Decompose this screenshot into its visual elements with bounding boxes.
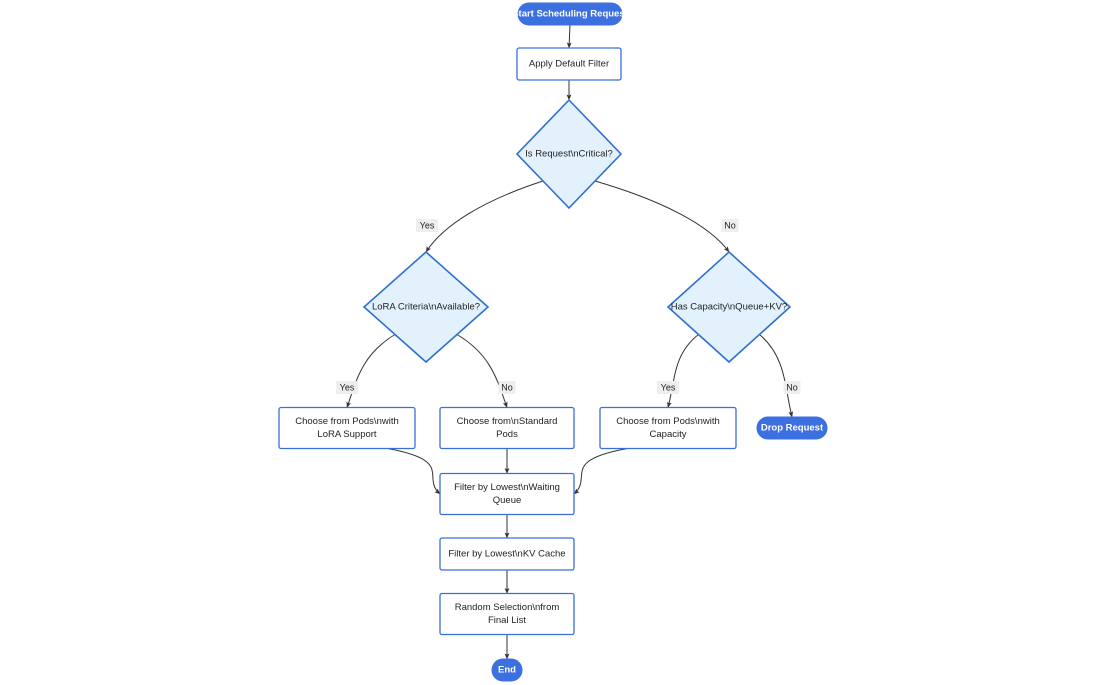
node-label: Random Selection\nfrom [455,602,560,613]
edge-has-capacity-to-choose-capacity-pods [667,334,699,408]
node-label: Choose from\nStandard [457,416,558,427]
edge-label: Yes [420,220,435,230]
node-label: Choose from Pods\nwith [616,416,720,427]
terminator-shape [517,2,623,26]
edge-choose-lora-pods-to-filter-waiting-queue [387,448,441,495]
process-shape [439,537,575,571]
node-is-request-critical[interactable]: Is Request\nCritical? [515,98,623,210]
terminator-shape [491,658,523,682]
edge-label: Yes [661,382,676,392]
terminator-shape [756,416,828,440]
edge-label: Yes [340,382,355,392]
node-label: LoRA Criteria\nAvailable? [372,302,480,313]
decision-shape [362,250,490,364]
process-shape [278,406,416,450]
node-label: Final List [488,615,526,626]
decision-shape [666,250,792,364]
edges-layer [346,24,794,660]
node-apply-default-filter[interactable]: Apply Default Filter [516,47,622,81]
decision-shape [515,98,623,210]
edge-label-background [656,381,680,394]
edge-label: No [724,220,736,230]
edge-label-background [498,381,516,394]
edge-is-request-critical-to-lora-criteria-available [425,180,544,253]
edge-lora-criteria-available-to-choose-lora-pods [346,334,396,408]
node-filter-kv-cache[interactable]: Filter by Lowest\nKV Cache [439,537,575,571]
edge-start-to-apply-default-filter [566,24,572,49]
node-drop-request[interactable]: Drop Request [756,416,828,440]
edge-lora-criteria-available-to-choose-standard-pods [456,334,508,408]
edge-label: No [786,382,798,392]
node-label: Capacity [650,429,687,440]
node-label: Start Scheduling Request [512,9,628,20]
edge-has-capacity-to-drop-request [759,334,794,418]
node-label: Queue [493,495,522,506]
node-has-capacity[interactable]: Has Capacity\nQueue+KV? [666,250,792,364]
node-lora-criteria-available[interactable]: LoRA Criteria\nAvailable? [362,250,490,364]
process-shape [599,406,737,450]
node-label: Filter by Lowest\nWaiting [454,482,560,493]
node-end[interactable]: End [491,658,523,682]
edge-label-background [721,219,739,232]
edge-choose-capacity-pods-to-filter-waiting-queue [573,448,628,495]
node-label: Apply Default Filter [529,59,609,70]
edge-is-request-critical-to-has-capacity [594,180,730,253]
edge-label: No [501,382,513,392]
node-label: Has Capacity\nQueue+KV? [671,302,787,313]
node-label: End [498,665,516,676]
process-shape [439,592,575,636]
process-shape [439,406,575,450]
node-label: Filter by Lowest\nKV Cache [448,549,565,560]
node-label: Drop Request [761,423,824,434]
edge-label-background [335,381,359,394]
node-label: Is Request\nCritical? [525,149,613,160]
node-label: LoRA Support [317,429,377,440]
process-shape [439,472,575,516]
node-label: Pods [496,429,518,440]
process-shape [516,47,622,81]
node-label: Choose from Pods\nwith [295,416,399,427]
node-start[interactable]: Start Scheduling Request [512,2,629,26]
edge-label-background [415,219,439,232]
edge-label-background [783,381,801,394]
